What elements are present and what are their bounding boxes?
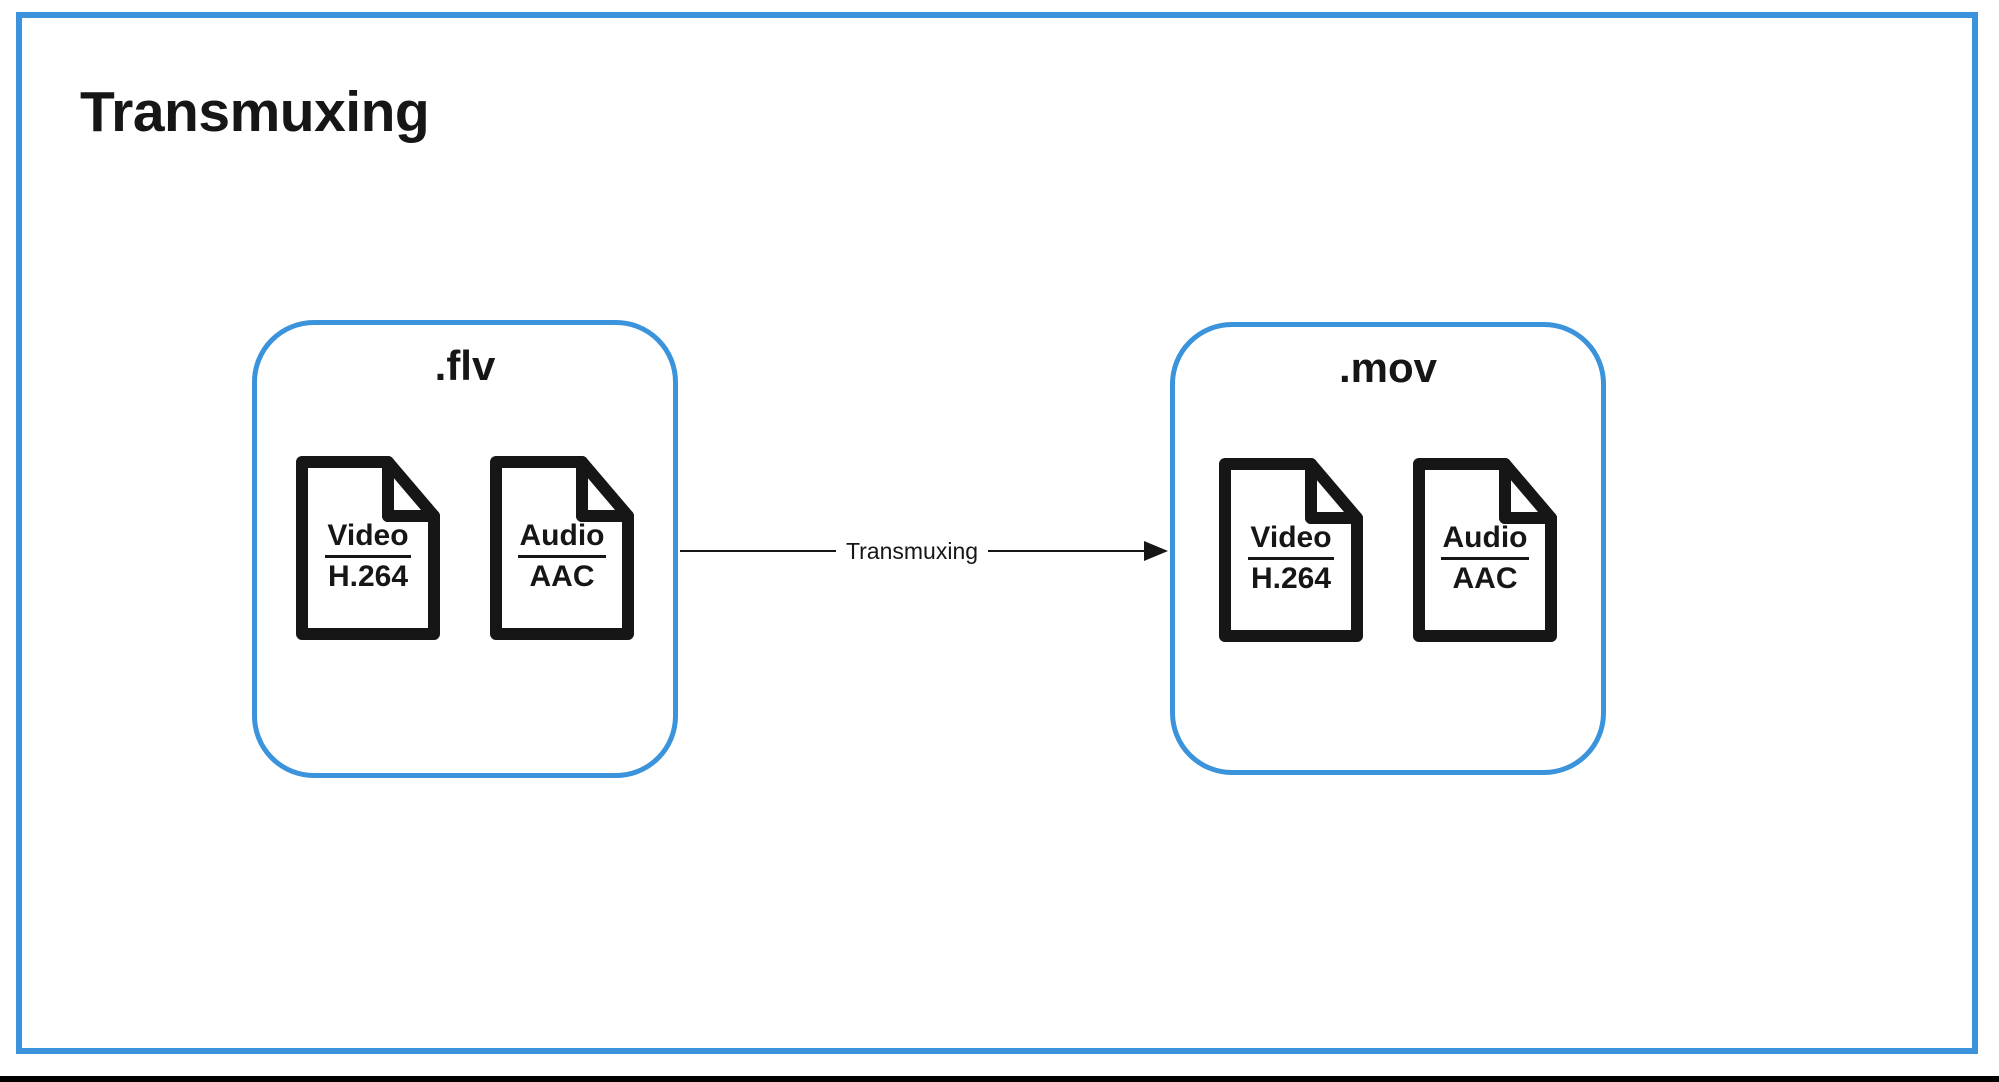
document-icon bbox=[1219, 458, 1363, 643]
arrow-line-right bbox=[988, 550, 1144, 552]
file-kind-label: Audio bbox=[1440, 521, 1530, 561]
container-mov: .mov Video H.264 Audio AA bbox=[1170, 322, 1606, 775]
file-codec-label: H.264 bbox=[1250, 562, 1332, 596]
file-video-flv: Video H.264 bbox=[293, 453, 443, 643]
file-audio-flv-caption: Audio AAC bbox=[487, 519, 637, 593]
document-icon bbox=[1413, 458, 1557, 643]
container-mov-label: .mov bbox=[1338, 344, 1438, 391]
arrowhead-icon bbox=[1144, 541, 1168, 561]
transmuxing-arrow: Transmuxing bbox=[680, 536, 1168, 566]
container-flv-files-row: Video H.264 Audio AAC bbox=[293, 453, 637, 643]
file-kind-label: Video bbox=[1248, 521, 1334, 561]
file-codec-label: AAC bbox=[1452, 562, 1518, 596]
container-mov-files-row: Video H.264 Audio AAC bbox=[1216, 455, 1560, 645]
arrow-label: Transmuxing bbox=[845, 537, 979, 564]
arrow-line-left bbox=[680, 550, 836, 552]
file-kind-label: Video bbox=[325, 519, 411, 559]
file-video-mov: Video H.264 bbox=[1216, 455, 1366, 645]
file-kind-label: Audio bbox=[517, 519, 607, 559]
file-video-flv-caption: Video H.264 bbox=[293, 519, 443, 593]
file-audio-mov-caption: Audio AAC bbox=[1410, 521, 1560, 595]
file-audio-flv: Audio AAC bbox=[487, 453, 637, 643]
file-video-mov-caption: Video H.264 bbox=[1216, 521, 1366, 595]
file-audio-mov: Audio AAC bbox=[1410, 455, 1560, 645]
file-codec-label: H.264 bbox=[327, 560, 409, 594]
page-title: Transmuxing bbox=[80, 80, 430, 144]
document-icon bbox=[490, 456, 634, 641]
file-codec-label: AAC bbox=[529, 560, 595, 594]
document-icon bbox=[296, 456, 440, 641]
container-flv: .flv Video H.264 Audio AA bbox=[252, 320, 678, 778]
container-flv-label: .flv bbox=[434, 342, 496, 389]
diagram-outer-frame bbox=[16, 12, 1978, 1054]
bottom-edge-bar bbox=[0, 1076, 1999, 1082]
